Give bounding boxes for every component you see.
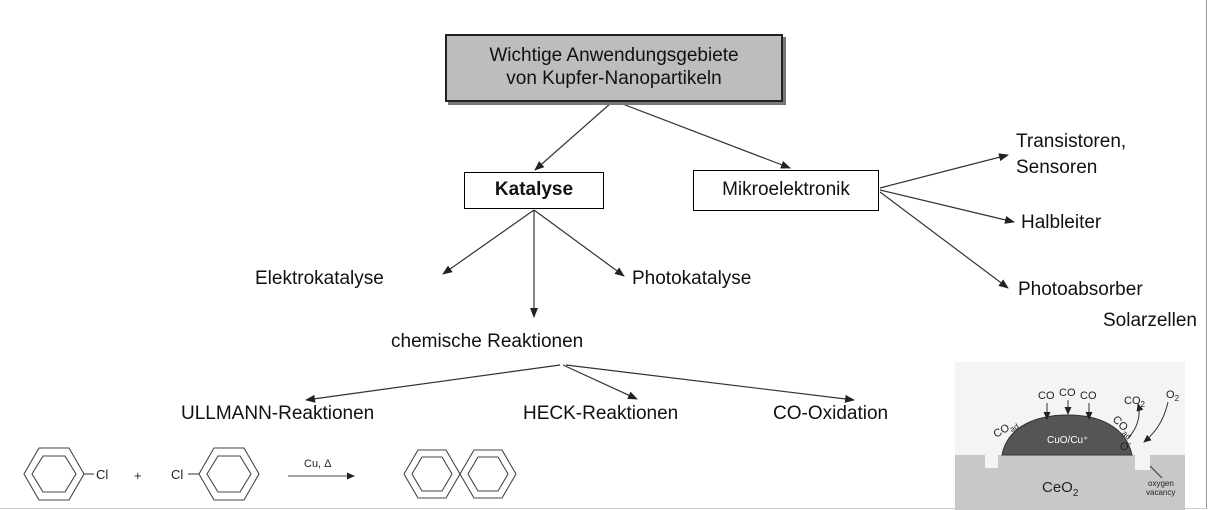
edge-mikro-photoabsorber <box>879 191 1009 289</box>
edge-chem-heck <box>562 364 638 400</box>
co-label-3: CO <box>1080 390 1097 402</box>
transistoren-line2: Sensoren <box>1016 156 1098 178</box>
transistoren-node: Transistoren, Sensoren <box>1016 131 1126 180</box>
transistoren-line1: Transistoren, <box>1016 131 1127 152</box>
benzene-ring-left <box>23 447 85 501</box>
edge-katalyse-elektro <box>442 209 535 275</box>
katalyse-node: Katalyse <box>464 172 604 209</box>
root-title-line1: Wichtige Anwendungsgebiete <box>489 45 739 67</box>
edge-katalyse-photo <box>533 209 625 277</box>
reaction-conditions: Cu, Δ <box>304 458 332 470</box>
photokatalyse-node: Photokatalyse <box>632 268 752 289</box>
biphenyl-ring-1 <box>403 449 461 499</box>
edge-chem-ullmann <box>305 364 561 403</box>
vacancy-label-2: vacancy <box>1146 488 1175 497</box>
vacancy-pointer <box>1149 465 1163 479</box>
edge-root-mikro <box>619 102 791 169</box>
solarzellen-node: Solarzellen <box>1103 310 1197 331</box>
co-label-2: CO <box>1059 387 1076 399</box>
vacancy-label-1: oxygen <box>1148 479 1174 488</box>
halbleiter-node: Halbleiter <box>1021 212 1102 233</box>
co2-label: CO2 <box>1124 395 1146 409</box>
edge-mikro-transistoren <box>879 153 1009 189</box>
root-node: Wichtige Anwendungsgebiete von Kupfer-Na… <box>445 34 783 102</box>
photoabsorber-node: Photoabsorber <box>1018 279 1143 300</box>
particle-label: CuO/Cu⁺ <box>1047 435 1088 446</box>
cl-left-label: Cl <box>96 467 108 482</box>
root-title-line2: von Kupfer-Nanopartikeln <box>506 68 722 89</box>
o-ion-label: O- <box>1120 439 1132 453</box>
cuo-particle <box>1001 414 1133 456</box>
o2-label: O2 <box>1166 389 1180 403</box>
ullmann-scheme <box>23 447 517 501</box>
chemische-reaktionen-node: chemische Reaktionen <box>391 331 584 352</box>
edge-mikro-halbleiter <box>879 189 1015 224</box>
ullmann-node: ULLMANN-Reaktionen <box>181 403 375 424</box>
co-label-1: CO <box>1038 390 1055 402</box>
benzene-ring-right <box>198 447 260 501</box>
heck-node: HECK-Reaktionen <box>523 403 679 424</box>
plus-sign: + <box>134 468 142 483</box>
co2-release-arrow <box>1127 403 1144 439</box>
cl-right-label: Cl <box>171 467 183 482</box>
mikroelektronik-node: Mikroelektronik <box>693 170 879 211</box>
biphenyl-ring-2 <box>459 449 517 499</box>
co-oxidation-scheme <box>955 362 1185 510</box>
elektrokatalyse-node: Elektrokatalyse <box>255 268 384 289</box>
o2-arrow <box>1143 401 1169 443</box>
edge-chem-co <box>565 364 855 403</box>
ceo2-support <box>955 455 1185 510</box>
edge-root-katalyse <box>534 102 612 171</box>
co-oxidation-node: CO-Oxidation <box>773 403 889 424</box>
support-label: CeO2 <box>1042 479 1079 499</box>
